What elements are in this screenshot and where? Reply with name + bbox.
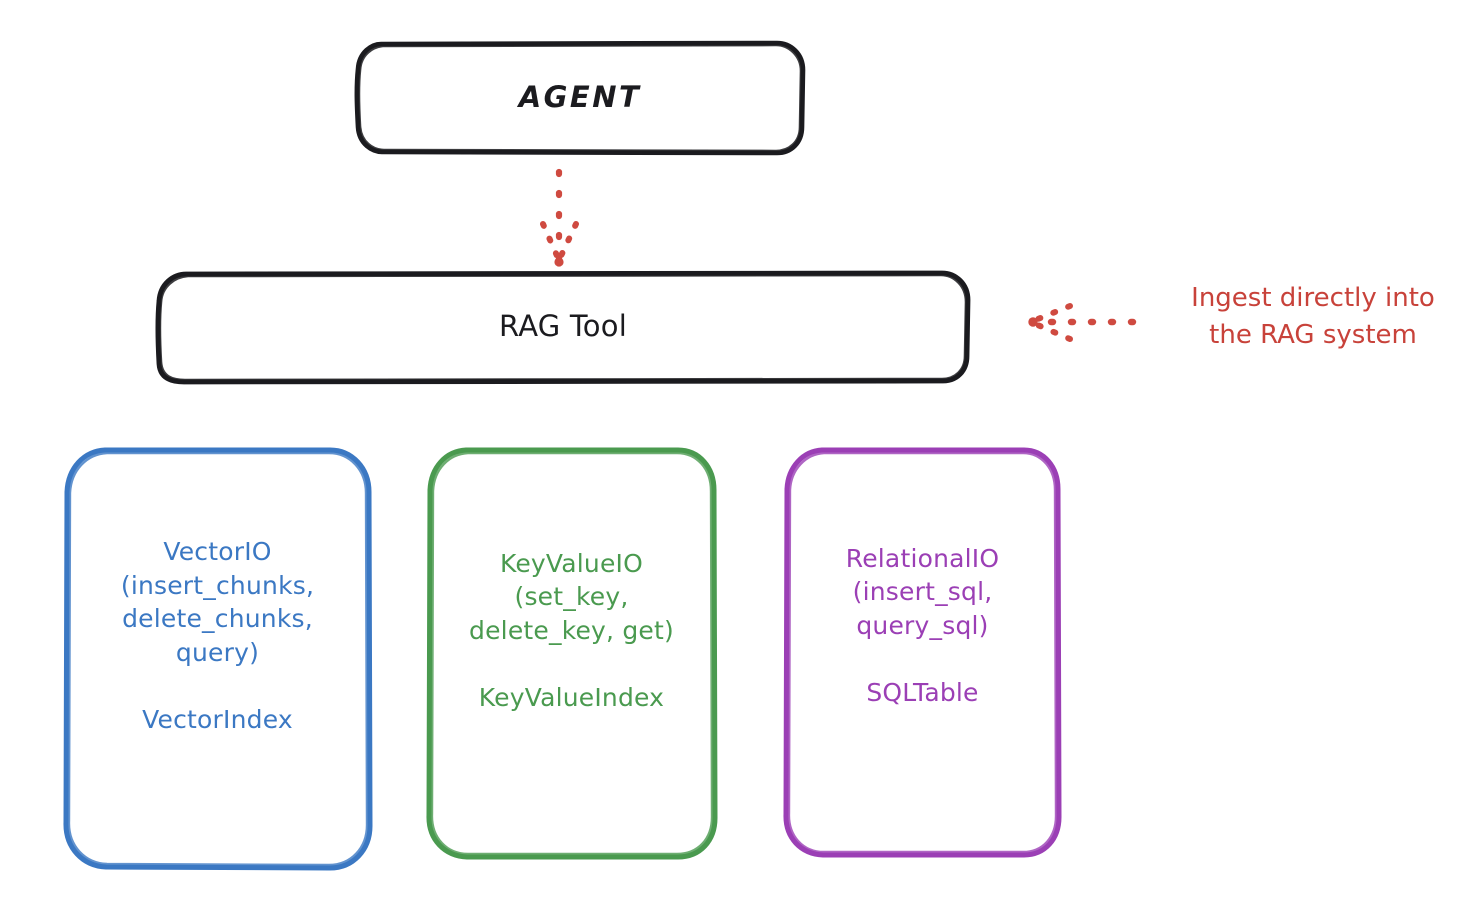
agent-to-rag-tool-arrow	[540, 168, 579, 267]
vector-io-node[interactable]: VectorIO (insert_chunks, delete_chunks, …	[65, 448, 370, 868]
relational-io-label: RelationalIO (insert_sql, query_sql)	[845, 543, 1000, 640]
ingest-annotation-text: Ingest directly into the RAG system	[1191, 283, 1435, 350]
vector-index-label: VectorIndex	[142, 705, 293, 735]
rag-tool-label: RAG Tool	[499, 309, 627, 344]
key-value-io-label: KeyValueIO (set_key, delete_key, get)	[469, 548, 674, 645]
key-value-io-node[interactable]: KeyValueIO (set_key, delete_key, get) Ke…	[428, 448, 715, 857]
sql-table-label: SQLTable	[866, 678, 979, 707]
vector-io-text-stack: VectorIO (insert_chunks, delete_chunks, …	[121, 535, 314, 737]
agent-label: AGENT	[518, 80, 642, 115]
key-value-io-text-stack: KeyValueIO (set_key, delete_key, get) Ke…	[469, 547, 674, 715]
relational-io-text-stack: RelationalIO (insert_sql, query_sql) SQL…	[846, 542, 1000, 710]
ingest-arrow	[1028, 303, 1137, 342]
rag-tool-node[interactable]: RAG Tool	[157, 272, 969, 382]
vector-io-label: VectorIO (insert_chunks, delete_chunks, …	[120, 537, 315, 667]
agent-node[interactable]: AGENT	[356, 42, 804, 154]
relational-io-node[interactable]: RelationalIO (insert_sql, query_sql) SQL…	[785, 448, 1060, 855]
key-value-index-label: KeyValueIndex	[478, 683, 665, 712]
